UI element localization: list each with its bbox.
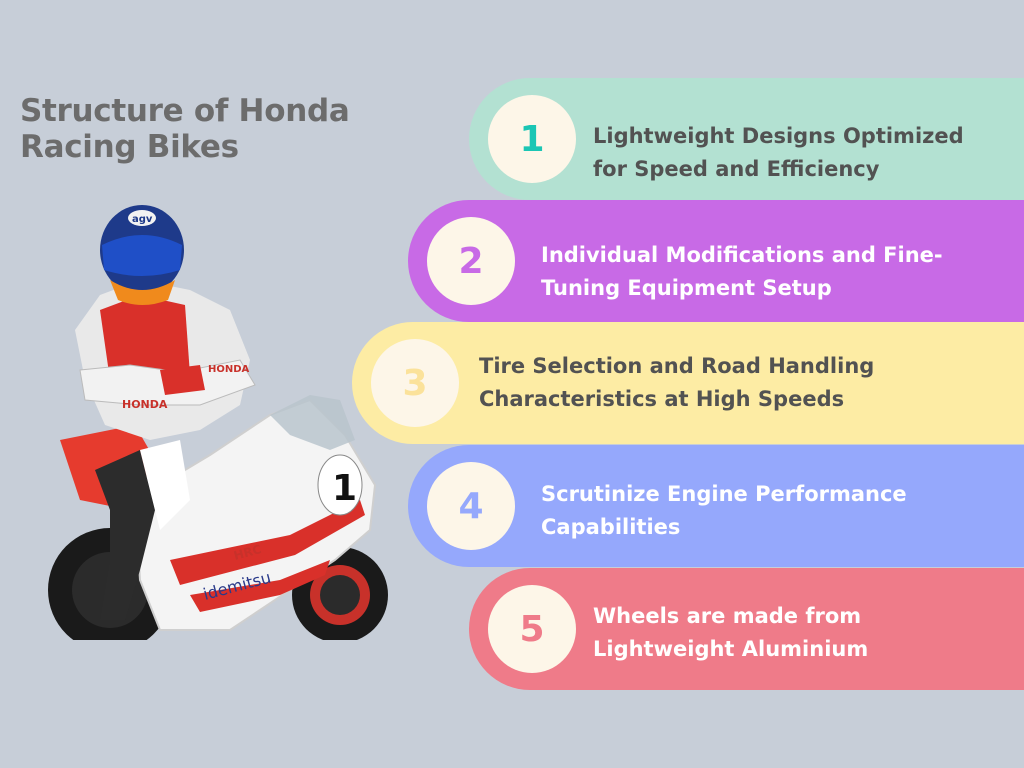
item-text: Wheels are made from Lightweight Alumini… [593,604,869,661]
race-number: 1 [332,468,357,509]
item-number-badge: 5 [488,585,576,673]
item-number-badge: 3 [371,339,459,427]
list-item-5: 5 Wheels are made from Lightweight Alumi… [469,568,1024,690]
item-text: Scrutinize Engine Performance Capabiliti… [541,482,907,539]
rider-motorcycle-photo: 1 idemitsu HRC HONDA HONDA agv [48,205,388,640]
item-text: Lightweight Designs Optimized for Speed … [593,124,964,181]
item-text: Individual Modifications and Fine- Tunin… [541,243,943,300]
item-text: Tire Selection and Road Handling Charact… [479,354,875,411]
list-item-2: 2 Individual Modifications and Fine- Tun… [408,200,1024,322]
helmet-logo: agv [132,214,153,225]
suit-arm-logo: HONDA [208,364,250,375]
item-number-badge: 2 [427,217,515,305]
list-item-1: 1 Lightweight Designs Optimized for Spee… [469,78,1024,200]
item-number-badge: 4 [427,462,515,550]
suit-logo: HONDA [122,398,168,411]
list-item-4: 4 Scrutinize Engine Performance Capabili… [408,445,1024,567]
item-number-badge: 1 [488,95,576,183]
list-item-3: 3 Tire Selection and Road Handling Chara… [352,322,1024,444]
page-title: Structure of Honda Racing Bikes [20,93,350,165]
